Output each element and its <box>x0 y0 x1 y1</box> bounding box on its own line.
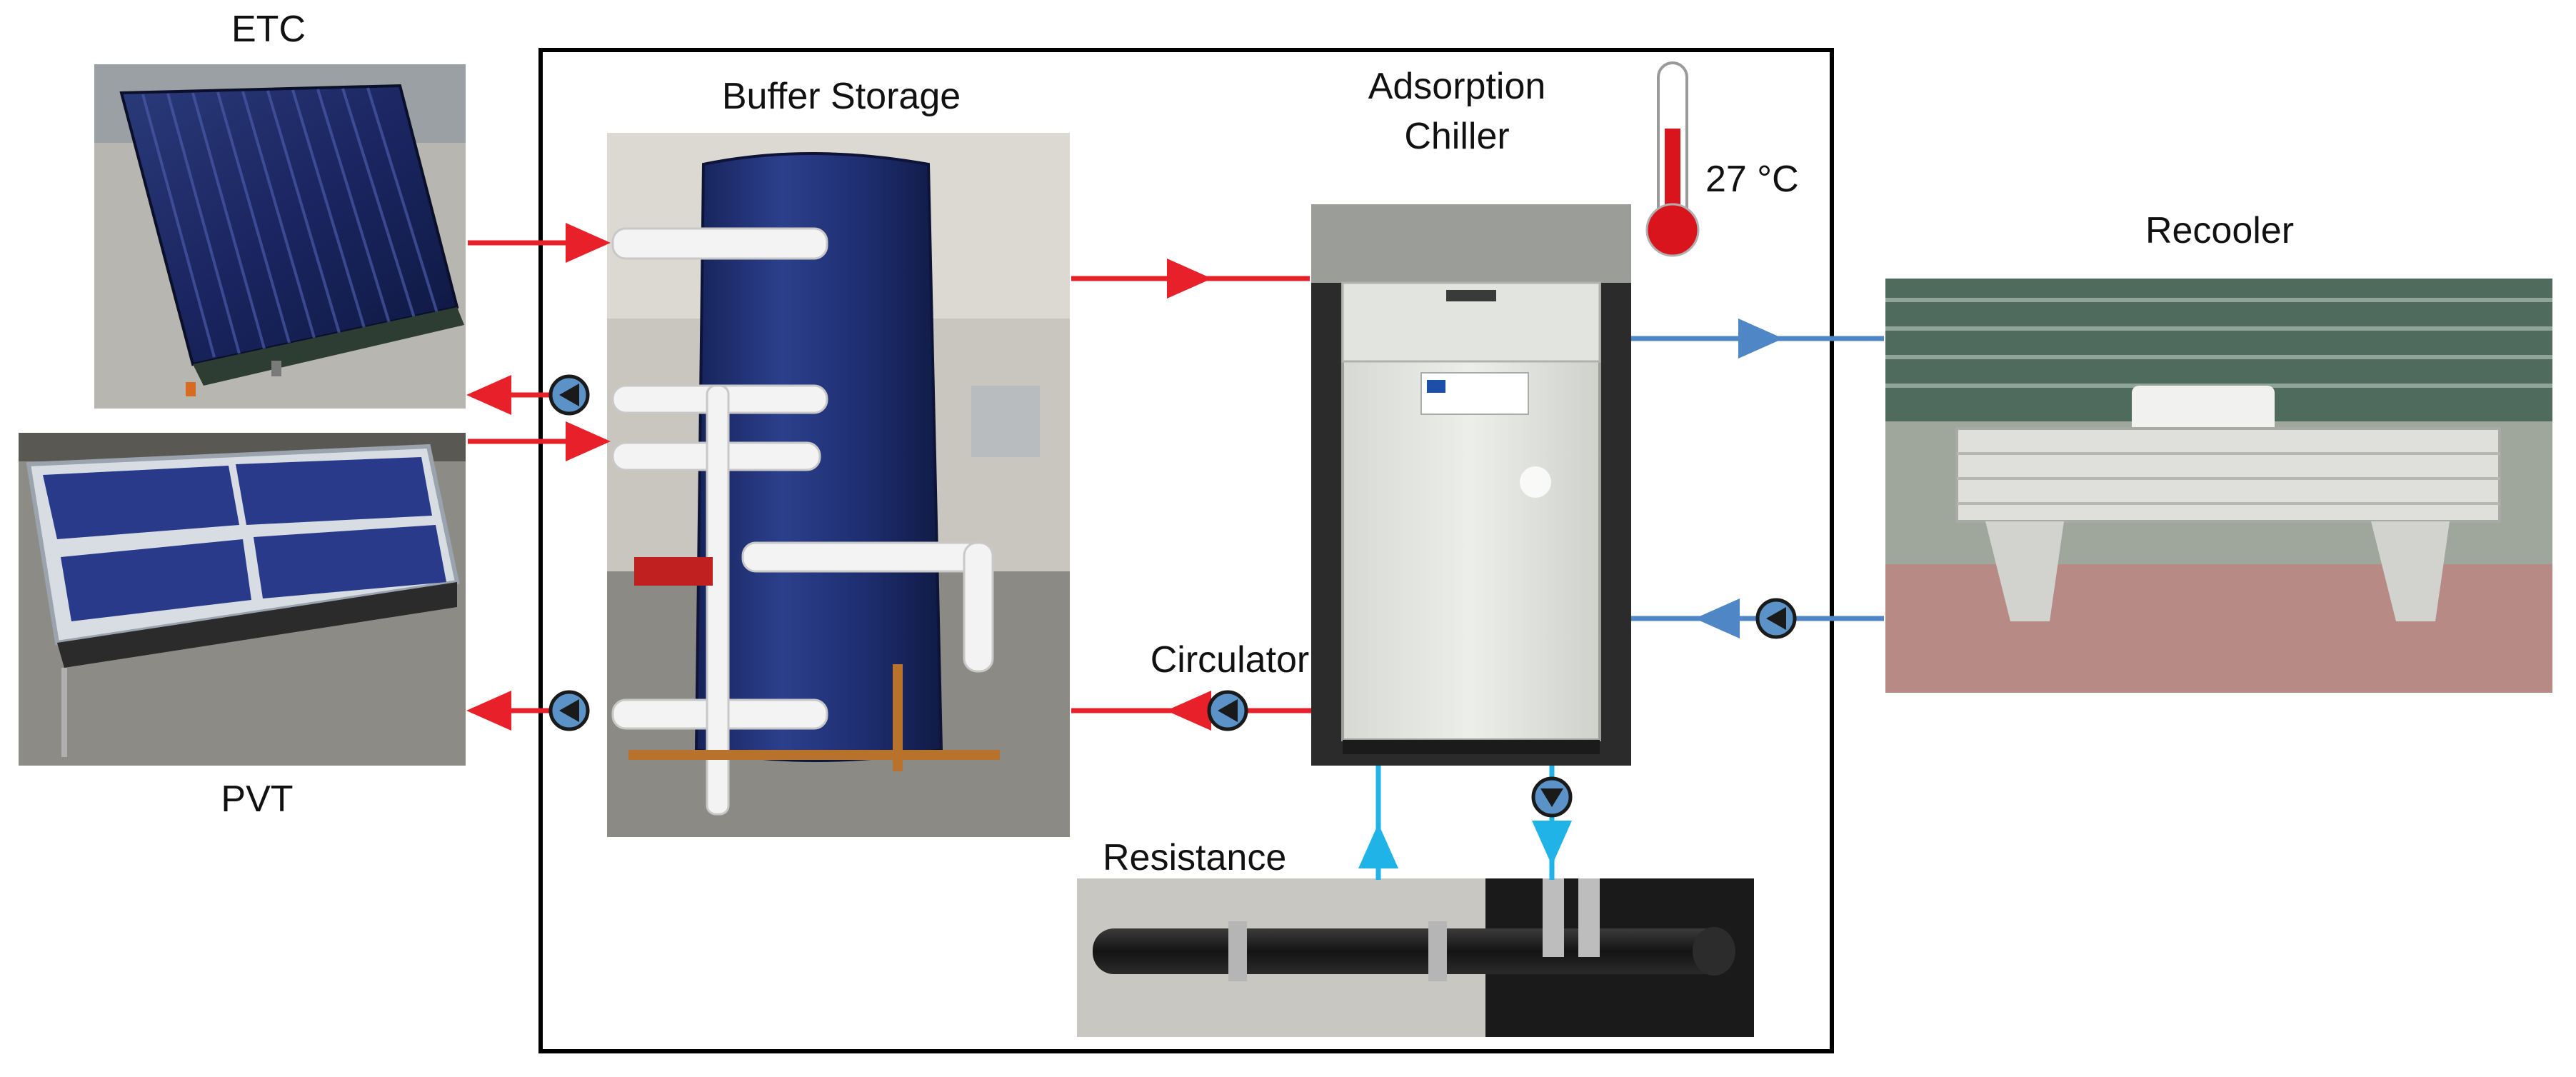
pump-icon <box>1758 600 1795 637</box>
cooling-water-pipes <box>1631 319 1884 638</box>
resistance-image <box>1077 878 1754 1037</box>
recooler-image <box>1885 279 2552 693</box>
thermometer-icon <box>1645 61 1700 257</box>
adsorption-chiller-image <box>1311 204 1631 766</box>
pump-icon <box>1533 778 1570 816</box>
pvt-collector-image <box>19 433 466 766</box>
chilled-water-pipes <box>1358 766 1572 880</box>
pump-icon <box>551 692 588 729</box>
pump-icon <box>1209 692 1246 729</box>
etc-collector-image <box>94 64 466 409</box>
system-boundary-frame <box>538 48 1834 1053</box>
buffer-storage-image <box>607 133 1070 837</box>
pump-icon <box>551 376 588 414</box>
